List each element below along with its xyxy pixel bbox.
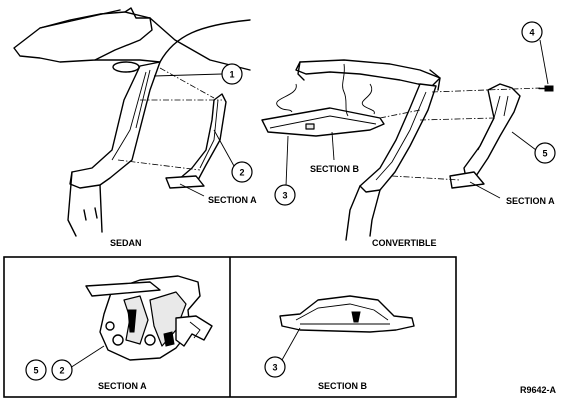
section-a-fastener-2 [163, 331, 175, 347]
sedan-section-a-label: SECTION A [208, 195, 257, 205]
callout-4-leader [539, 39, 549, 85]
section-b-detail: 3 SECTION B [264, 295, 415, 391]
section-a-sedan-leader [179, 183, 205, 197]
callout-4: 4 [529, 28, 534, 38]
section-a-clip-hole-2 [112, 334, 124, 346]
conv-wavy-line-2 [361, 83, 375, 115]
callout-1: 1 [229, 70, 234, 80]
screw-4 [544, 85, 554, 92]
conv-assembly-line-1 [431, 87, 541, 93]
convertible-label: CONVERTIBLE [372, 238, 437, 248]
sedan-windshield-curve [159, 19, 251, 63]
section-a-clip-arm [175, 315, 213, 347]
conv-section-a-label: SECTION A [506, 196, 555, 206]
callout-2: 2 [239, 168, 244, 178]
sedan-dome-lamp [112, 61, 140, 73]
callout-3b-leader [281, 327, 301, 361]
detail-panels [3, 256, 457, 398]
sedan-pillar-inner [111, 69, 151, 161]
section-a-leader [69, 345, 105, 369]
callout-5-leader [511, 131, 537, 151]
sedan-label: SEDAN [110, 238, 142, 248]
callout-3-leader [285, 135, 289, 187]
figure-id: R9642-A [520, 385, 557, 395]
section-a-clip-hole-1 [105, 321, 115, 331]
callout-2-leader [213, 129, 235, 167]
section-a-clip-arm-slot [189, 321, 201, 339]
section-b-clip-tab [351, 311, 361, 323]
conv-windshield-frame [295, 59, 441, 87]
conv-header-trim-edge [269, 115, 377, 129]
callout-3b-circle [264, 356, 286, 378]
section-b-clip-inner [295, 303, 390, 325]
sedan-roof-edge [39, 7, 151, 29]
detail-section-b-label: SECTION B [318, 381, 368, 391]
callout-4-circle [521, 21, 543, 43]
conv-section-b-label: SECTION B [310, 164, 360, 174]
conv-wavy-line-3 [342, 63, 349, 117]
callout-3b: 3 [272, 363, 277, 373]
convertible-view: 3 4 5 SECTION B SECTION A CONVERTIBLE [261, 21, 556, 248]
callout-5b: 5 [33, 366, 38, 376]
section-b-clip-body [279, 295, 415, 333]
section-b-conv-leader [331, 131, 335, 161]
callout-2-circle [231, 161, 253, 183]
conv-a-pillar [359, 83, 437, 193]
callout-3-circle [274, 184, 296, 206]
callout-2b-circle [51, 359, 73, 381]
conv-a-pillar-inner [375, 91, 427, 181]
sedan-body-pillar [69, 61, 161, 189]
callout-1-circle [221, 63, 243, 85]
callout-3: 3 [282, 191, 287, 201]
sedan-view: 1 2 SECTION A SEDAN [13, 7, 257, 248]
conv-wavy-line-1 [276, 83, 297, 113]
section-a-clip-tab [85, 281, 161, 297]
callout-5: 5 [542, 149, 547, 159]
conv-assembly-line-4 [379, 109, 421, 119]
sedan-roof-panel [13, 11, 153, 63]
conv-header-clip [305, 123, 315, 130]
conv-assembly-line-2 [419, 117, 495, 121]
section-a-conv-leader [469, 181, 501, 199]
section-a-detail: 5 2 SECTION A [25, 275, 213, 391]
sedan-lower-body [67, 171, 103, 237]
sedan-assembly-line-3 [159, 67, 215, 99]
callout-2b: 2 [59, 366, 64, 376]
conv-header-trim-panel [261, 107, 385, 137]
sedan-assembly-line-2 [117, 159, 201, 171]
conv-rear-trim-foot [449, 171, 485, 189]
callout-1-leader [153, 73, 223, 77]
sedan-trim-panel-edge [199, 99, 219, 169]
conv-header-edge [297, 61, 441, 91]
sedan-trim-foot [165, 175, 205, 189]
conv-rear-trim-panel [463, 83, 521, 179]
callout-5-circle [534, 142, 556, 164]
callout-5b-circle [25, 359, 47, 381]
section-a-fastener [127, 309, 137, 333]
section-a-clip-hole-3 [144, 334, 156, 346]
detail-section-a-label: SECTION A [98, 381, 147, 391]
conv-lower-body [345, 185, 381, 241]
